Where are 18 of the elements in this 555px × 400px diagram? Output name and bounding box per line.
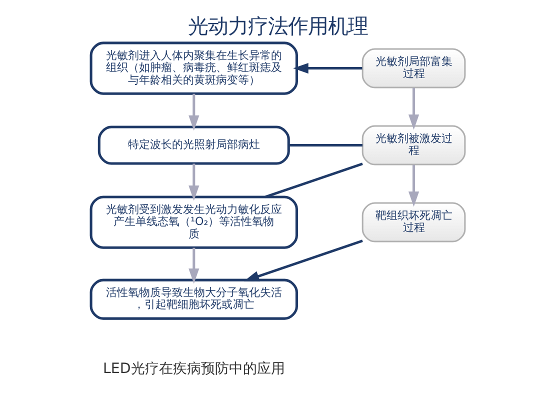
arrow (188, 164, 199, 201)
arrow (292, 62, 362, 74)
arrow (188, 248, 199, 284)
node-box: 光敏剂被激发过程 (361, 125, 466, 166)
connector (288, 144, 362, 147)
diagram-title: 光动力疗法作用机理 (188, 14, 368, 38)
arrow (408, 88, 419, 130)
node-box: 特定波长的光照射局部病灶 (97, 126, 290, 165)
arrow (243, 240, 362, 282)
node-box: 靶组织坏死凋亡过程 (361, 202, 466, 242)
node-box: 光敏剂局部富集过程 (361, 48, 466, 88)
caption: LED光疗在疾病预防中的应用 (102, 360, 284, 377)
node-box: 光敏剂进入人体内聚集在生长异常的组织（如肿瘤、病毒疣、鲜红斑痣及与年龄相关的黄斑病变等） (89, 42, 298, 95)
node-box: 光敏剂受到激发发生光动力敏化反应产生单线态氧（¹O₂）等活性氧物质 (89, 196, 298, 249)
arrow (188, 94, 199, 131)
node-box: 活性氧物质导致生物大分子氧化失活，引起靶细胞坏死或凋亡 (89, 278, 298, 320)
arrow (408, 164, 419, 207)
connector (264, 162, 362, 198)
